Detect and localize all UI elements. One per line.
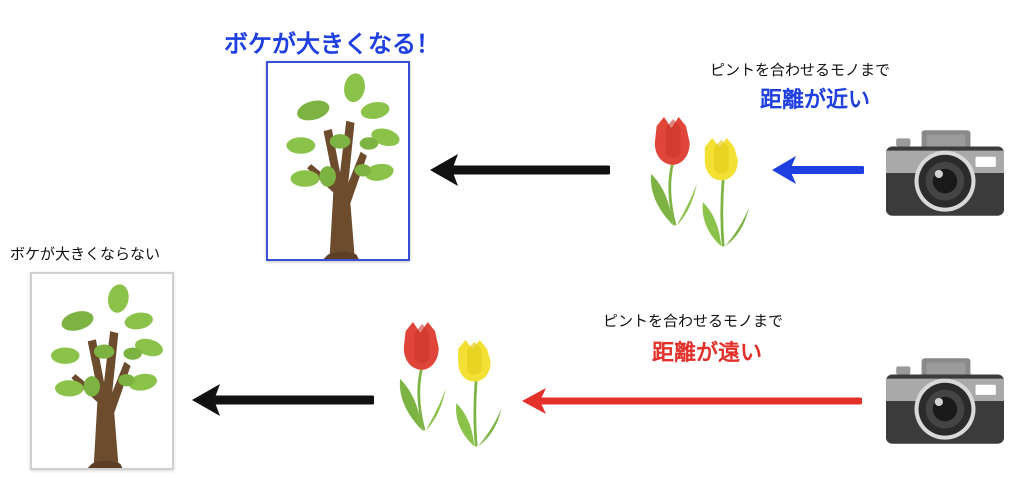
tree-frame-blurred [266, 61, 410, 261]
arrow-icon [522, 388, 862, 414]
tulip-icon [398, 322, 448, 432]
tulip-icon [701, 138, 751, 248]
camera-icon [886, 130, 1004, 216]
tree-icon [286, 71, 402, 259]
top-distance-label: 距離が近い [760, 88, 871, 113]
camera-icon [886, 358, 1004, 444]
tree-icon [50, 282, 165, 468]
bottom-distance-label: 距離が遠い [652, 341, 763, 366]
tulip-icon [454, 340, 503, 448]
top-heading: ボケが大きくなる！ [224, 30, 440, 58]
bottom-focus-label: ピントを合わせるモノまで [603, 312, 784, 330]
arrow-icon [430, 154, 610, 186]
top-focus-label: ピントを合わせるモノまで [710, 61, 891, 79]
tree-frame-sharp [30, 272, 174, 470]
arrow-icon [192, 384, 374, 416]
arrow-icon [772, 156, 864, 184]
bottom-heading: ボケが大きくならない [10, 245, 161, 263]
